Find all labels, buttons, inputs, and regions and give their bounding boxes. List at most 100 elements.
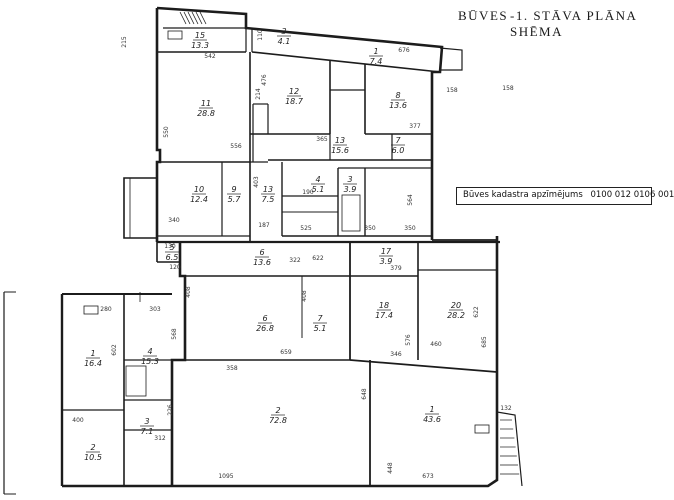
- stair-step: [191, 11, 199, 25]
- dimension-label: 158: [446, 87, 458, 94]
- outer-wall: [156, 6, 444, 240]
- room-area: 28.8: [197, 109, 215, 118]
- room-area: 18.7: [285, 97, 304, 106]
- dimension-label: 659: [280, 349, 292, 356]
- dimension-label: 525: [300, 225, 312, 232]
- dimension-label: 303: [149, 306, 161, 313]
- room-number: 10: [194, 185, 204, 194]
- room-label: 626.8: [256, 314, 274, 333]
- dimension-label: 158: [502, 85, 514, 92]
- dimension-label: 346: [390, 351, 402, 358]
- dimension-label: 622: [312, 255, 324, 262]
- room-label: 34.1: [277, 27, 291, 46]
- exterior-stair: [496, 411, 523, 487]
- dimension-label: 476: [261, 74, 268, 86]
- dimension-label: 280: [100, 306, 112, 313]
- room-number: 1: [373, 47, 378, 56]
- dimension-label: 602: [111, 344, 118, 356]
- room-area: 5.1: [312, 185, 325, 194]
- room-label: 56.5: [165, 243, 179, 262]
- room-number: 2: [90, 443, 95, 452]
- cadastre-text: Būves kadastra apzīmējums 0100 012 0106 …: [463, 190, 674, 200]
- dimension-label: 542: [204, 53, 216, 60]
- dimension-label: 350: [404, 225, 416, 232]
- room-area: 7.1: [141, 427, 154, 436]
- dimension-label: 130: [164, 243, 176, 250]
- dimension-label: 400: [72, 417, 84, 424]
- room-label: 272.8: [269, 406, 287, 425]
- room-label: 415.3: [141, 347, 159, 366]
- marker-box: [167, 30, 183, 40]
- stair-step: [195, 11, 203, 25]
- room-label: 116.4: [84, 349, 102, 368]
- room-area: 72.8: [269, 416, 287, 425]
- dimension-label: 187: [258, 222, 270, 229]
- dimension-label: 685: [481, 336, 488, 348]
- stair-step: [179, 11, 187, 25]
- room-number: 4: [315, 175, 320, 184]
- room-number: 13: [263, 185, 273, 194]
- room-area: 7.4: [370, 57, 383, 66]
- interior-wall: [251, 51, 441, 73]
- header-building: BŪVES: [458, 8, 509, 23]
- room-number: 2: [275, 406, 280, 415]
- room-label: 813.6: [389, 91, 407, 110]
- room-label: 76.0: [391, 136, 405, 155]
- dimension-label: 550: [163, 126, 170, 138]
- room-area: 15.6: [331, 146, 349, 155]
- dimension-label: 576: [405, 334, 412, 346]
- dimension-label: 673: [422, 473, 434, 480]
- room-label: 613.6: [253, 248, 271, 267]
- dimension-label: 312: [154, 435, 166, 442]
- stair-step: [187, 11, 195, 25]
- room-area: 7.5: [262, 195, 275, 204]
- room-number: 4: [147, 347, 152, 356]
- room-label: 37.1: [140, 417, 154, 436]
- dimension-label: 322: [289, 257, 301, 264]
- dimension-label: 676: [398, 47, 410, 54]
- balcony-rail: [439, 47, 463, 71]
- dimension-label: 622: [473, 306, 480, 318]
- room-area: 12.4: [190, 195, 208, 204]
- room-area: 43.6: [423, 415, 441, 424]
- room-number: 9: [231, 185, 236, 194]
- room-area: 13.6: [389, 101, 407, 110]
- room-number: 7: [317, 314, 323, 323]
- room-number: 17: [381, 247, 392, 256]
- room-label: 137.5: [261, 185, 275, 204]
- stair-step: [183, 11, 191, 25]
- dimension-label: 1095: [218, 473, 233, 480]
- room-number: 6: [259, 248, 264, 257]
- dimension-label: 564: [407, 194, 414, 206]
- dimension-label: 403: [253, 176, 260, 188]
- dimension-label: 568: [171, 328, 178, 340]
- dimension-label: 214: [255, 88, 262, 100]
- marker-box: [474, 424, 490, 434]
- room-area: 3.9: [380, 257, 393, 266]
- dimension-label: 648: [361, 388, 368, 400]
- room-label: 95.7: [227, 185, 241, 204]
- dimension-label: 460: [430, 341, 442, 348]
- room-label: 75.1: [313, 314, 327, 333]
- room-number: 6: [262, 314, 267, 323]
- dimension-label: 448: [387, 462, 394, 474]
- dimension-label: 379: [390, 265, 402, 272]
- room-number: 8: [395, 91, 400, 100]
- room-area: 10.5: [84, 453, 102, 462]
- room-label: 143.6: [423, 405, 441, 424]
- dimension-label: 377: [409, 123, 421, 130]
- room-number: 12: [289, 87, 299, 96]
- room-number: 1: [429, 405, 434, 414]
- bathroom-fixture: [341, 194, 361, 232]
- room-number: 20: [451, 301, 461, 310]
- dimension-label: 226: [167, 404, 174, 416]
- outer-wall: [123, 177, 157, 239]
- room-number: 1: [90, 349, 95, 358]
- outer-wall: [170, 242, 187, 486]
- room-area: 28.2: [447, 311, 465, 320]
